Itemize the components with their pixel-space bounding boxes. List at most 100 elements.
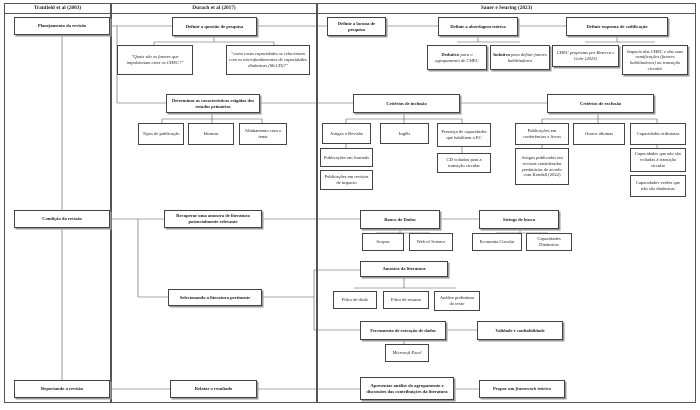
box-label: Apresentar análise do agrupamento e disc… (366, 382, 448, 394)
box-strings-busca: Strings de busca (479, 210, 559, 229)
box-label: Tipos de publicação (142, 131, 180, 137)
box-label: CHEC propostas por Beserra e Gohr (2025) (556, 50, 615, 61)
box-ferramenta-extracao: Ferramenta de extração de dados (360, 321, 446, 340)
column-heading: Sauer e Seuring (2023) (318, 4, 695, 14)
box-reportando: Reportando a revisão (14, 380, 110, 398)
box-label: Dedutivo para o agrupamento de CHEC (430, 52, 484, 63)
box-tipo-publicacao: Tipos de publicação (138, 123, 184, 145)
bold-text: Propor um (493, 386, 516, 392)
box-selecionando: Selecionando a literatura pertinente (168, 289, 262, 306)
box-label: Critérios de inclusão (386, 100, 427, 106)
box-label: Publicações em revistas de impacto (324, 174, 369, 185)
box-label: Selecionando a literatura pertinente (179, 294, 251, 300)
box-research-question-2: "como essas capacidades se relacionam co… (226, 45, 310, 75)
box-label: Definir a lacuna de pesquisa (337, 20, 376, 32)
box-capacidades-dinamicas: Capacidades Dinâmicas (526, 233, 572, 251)
box-impacto: Impacto das CHEC e das suas ramificações… (622, 45, 688, 75)
box-label: Definir esquema de codificação (586, 23, 648, 29)
column-heading: Durach et al (2017) (112, 4, 316, 14)
box-label: Amostra da literatura (382, 266, 426, 272)
box-cap-verdes: Capacidades verdes que não são dinâmicas (630, 175, 686, 197)
box-label: Artigos publicados em revistas considera… (521, 155, 563, 178)
box-pub-impacto: Publicações em revistas de impacto (320, 170, 373, 190)
box-apresentar-analise: Apresentar análise do agrupamento e disc… (360, 377, 454, 400)
column-heading: Tranfield et al (2003) (5, 4, 110, 14)
box-label: Relatar o resultado (194, 386, 233, 392)
box-label: Filtro de resumo (390, 297, 422, 303)
box-relatar: Relatar o resultado (170, 380, 257, 398)
box-dedutivo: Dedutivo para o agrupamento de CHEC (427, 45, 487, 70)
box-outros-idiomas: Outros idiomas (573, 123, 625, 145)
box-label: Microsoft Excel (392, 350, 422, 356)
box-label: Publicações em conferências e livros (522, 128, 561, 139)
box-scopus: Scopus (362, 233, 404, 251)
box-label: Planejamento da revisão (37, 23, 87, 29)
bold-term: Dedutivo (441, 51, 460, 57)
box-label: Presença de capacidades que habilitem a … (441, 129, 487, 140)
box-filtro-resumo: Filtro de resumo (383, 291, 429, 309)
box-label: Validade e confiabilidade (495, 327, 545, 333)
box-analise-preliminar: Análise preliminar do texto (434, 291, 480, 311)
box-criterios-exclusao: Critérios de exclusão (547, 94, 654, 113)
box-label: Capacidades verdes que não são dinâmicas (635, 180, 681, 191)
bold-text: teórico (536, 386, 551, 392)
box-label: Filtro de título (341, 297, 369, 303)
box-idiomas: Idiomas (188, 123, 234, 145)
box-label: Condição da revisão (42, 216, 82, 222)
box-label: CD voltadas para a transição circular (446, 157, 482, 168)
box-label: Scopus (376, 239, 390, 245)
box-cap-ordinarias: Capacidades ordinárias (630, 123, 686, 145)
box-label: Publicações em Journals (323, 154, 370, 160)
box-criterios-inclusao: Critérios de inclusão (353, 94, 460, 113)
box-label: Banco de Dados (384, 216, 416, 222)
box-label: Artigos e Revisão (330, 130, 363, 136)
box-presenca: Presença de capacidades que habilitem a … (437, 123, 491, 147)
box-artigos-revistas: Artigos publicados em revistas considera… (515, 148, 569, 185)
box-label: Strings de busca (502, 216, 536, 222)
box-label: Ferramenta de extração de dados (370, 327, 436, 333)
box-banco-dados: Banco de Dados (360, 210, 440, 229)
box-cap-transicao: Capacidades que não são voltadas à trans… (630, 148, 686, 172)
box-recuperar: Recuperar uma amostra de literatura pote… (164, 210, 262, 228)
box-label: Determinar as características exigidas d… (171, 97, 255, 109)
box-label: Capacidades Dinâmicas (537, 236, 561, 247)
box-web-of-science: Web of Science (409, 233, 453, 251)
box-label: Economia Circular (479, 239, 515, 245)
column-durach: Durach et al (2017) (111, 3, 317, 403)
box-label: Impacto das CHEC e das suas ramificações… (626, 48, 684, 71)
box-amostra-literatura: Amostra da literatura (360, 261, 448, 277)
bold-term: Indutivo (493, 51, 510, 57)
box-indutivo: Indutivo para definir fatores habilitado… (490, 45, 550, 70)
box-label: "como essas capacidades se relacionam co… (229, 51, 307, 68)
italic-rest: para o agrupamento de CHEC (435, 51, 479, 63)
box-label: Outros idiomas (584, 131, 614, 137)
column-sauer: Sauer e Seuring (2023) (317, 3, 696, 403)
box-pub-conferencias: Publicações em conferências e livros (515, 123, 569, 145)
box-label: "Quais são os fatores que impulsionam es… (126, 54, 184, 65)
box-determinar: Determinar as características exigidas d… (166, 94, 260, 113)
box-planejamento: Planejamento da revisão (14, 17, 110, 35)
box-label: Alinhamento com o tema (244, 128, 282, 139)
box-label: Critérios de exclusão (579, 100, 622, 106)
box-research-question-1: "Quais são os fatores que impulsionam es… (117, 45, 193, 75)
box-label: Definir a abordagem teórica (450, 23, 506, 29)
box-pub-journals: Publicações em Journals (320, 148, 373, 167)
box-artigos-revisao: Artigos e Revisão (322, 123, 371, 144)
column-tranfield: Tranfield et al (2003) (4, 3, 111, 403)
box-definir-questao: Definir a questão de pesquisa (172, 17, 257, 36)
box-alinhamento: Alinhamento com o tema (239, 123, 287, 145)
box-label: Indutivo para definir fatores habilitado… (493, 52, 547, 63)
box-cd-voltadas: CD voltadas para a transição circular (437, 153, 491, 173)
box-economia-circular: Economia Circular (472, 233, 522, 251)
italic-term: framework (515, 386, 537, 392)
box-label: Recuperar uma amostra de literatura pote… (176, 213, 250, 224)
box-label: Análise preliminar do texto (439, 295, 475, 306)
box-label: Capacidades ordinárias (636, 131, 680, 137)
box-microsoft-excel: Microsoft Excel (385, 344, 429, 362)
box-chec-propostas: CHEC propostas por Beserra e Gohr (2025) (552, 45, 619, 67)
box-label: Reportando a revisão (40, 386, 84, 392)
box-validade-confiabilidade: Validade e confiabilidade (477, 321, 563, 340)
box-label: Inglês (398, 130, 411, 136)
box-label: Capacidades que não são voltadas à trans… (634, 151, 682, 168)
